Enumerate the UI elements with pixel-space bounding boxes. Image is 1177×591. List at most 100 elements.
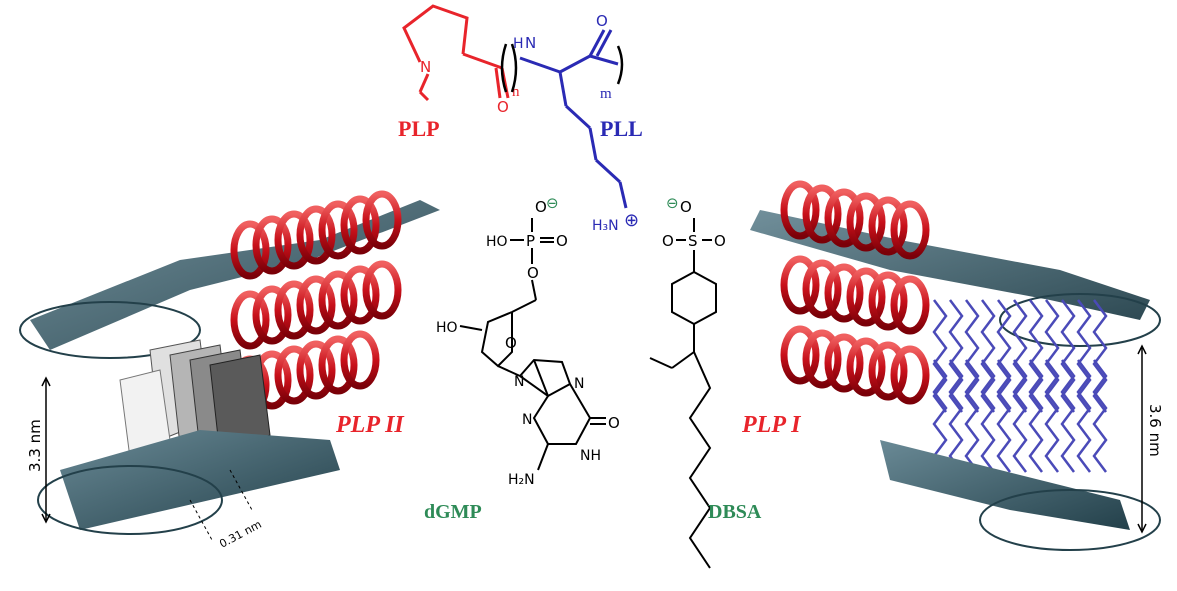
- right-helix-upper-coil: [868, 196, 908, 256]
- right-helix-upper-coil: [780, 180, 820, 240]
- left-helix-lower-coil: [340, 330, 380, 390]
- dgmp-o-ring: O: [505, 334, 517, 352]
- bracket-m-close: [616, 45, 624, 85]
- right-helix-middle-coil: [868, 271, 908, 331]
- dgmp-n3: N: [522, 412, 532, 428]
- right-helix-middle-coil: [780, 255, 820, 315]
- dbsa-tail: [1012, 359, 1028, 473]
- dgmp-o-link: O: [527, 264, 539, 282]
- plp-n-atom: N: [420, 58, 431, 76]
- plp-ii-assembly: 3.3 nm 0.31 nm PLP II: [19, 190, 440, 551]
- right-helix-upper-coil: [846, 192, 886, 252]
- pll-chain: [519, 29, 628, 209]
- dgmp-minus-charge: ⊖: [546, 194, 559, 212]
- dbsa-label: DBSA: [708, 501, 762, 523]
- dbsa-tail: [948, 359, 964, 473]
- dbsa-tail: [1028, 359, 1044, 473]
- left-helix-middle-coil: [296, 275, 336, 335]
- left-helix-upper-coil: [362, 190, 402, 250]
- dgmp-n9: N: [514, 374, 524, 390]
- dbsa-o-left: O: [662, 232, 674, 250]
- left-helix-lower-coil: [296, 340, 336, 400]
- pll-m-subscript: m: [600, 86, 612, 102]
- left-helix-middle-coil: [274, 280, 314, 340]
- dbsa-tail: [932, 359, 948, 473]
- left-helix-upper-coil: [318, 200, 358, 260]
- pll-label: PLL: [600, 116, 643, 141]
- left-helix-middle-coil: [318, 270, 358, 330]
- dbsa-tail: [1076, 359, 1092, 473]
- right-helix-lower-coil: [868, 341, 908, 401]
- right-helix-upper-coil: [890, 200, 930, 260]
- bracket-m-open: [510, 43, 518, 93]
- right-helix-lower-coil: [802, 329, 842, 389]
- plp-label: PLP: [398, 116, 440, 141]
- left-helix-upper-coil: [230, 220, 270, 280]
- pll-n-atom: N: [525, 34, 536, 52]
- plp-i-label: PLP I: [741, 412, 802, 438]
- left-upper-sheet: [19, 200, 440, 359]
- right-spacing-arrow: [1137, 344, 1147, 534]
- left-helix-lower-coil: [318, 335, 358, 395]
- left-helix-lower-coil: [274, 345, 314, 405]
- right-spacing-label: 3.6 nm: [1146, 404, 1164, 457]
- bracket-n-close: [500, 43, 508, 93]
- right-dbsa-tails: [932, 299, 1108, 473]
- right-helix-lower-coil: [846, 337, 886, 397]
- dbsa-tail: [980, 359, 996, 473]
- right-helix-middle-coil: [890, 275, 930, 335]
- pll-h-atom: H: [513, 36, 524, 52]
- right-helix-bundle: [780, 180, 930, 405]
- polymer-structure: N O n H N O m H₃N ⊕ PLP PLL: [398, 4, 643, 234]
- dbsa-tail: [996, 359, 1012, 473]
- left-gquartet-stack: [119, 339, 271, 459]
- plp-i-assembly: 3.6 nm PLP I: [741, 180, 1164, 551]
- dbsa-minus-charge: ⊖: [666, 194, 679, 212]
- left-helix-upper-coil: [274, 210, 314, 270]
- dbsa-tail: [1044, 359, 1060, 473]
- plp-ii-label: PLP II: [335, 412, 405, 438]
- dbsa-tail: [964, 359, 980, 473]
- dgmp-bonds: [459, 218, 606, 471]
- dgmp-p-atom: P: [526, 232, 535, 250]
- pll-h3n-group: H₃N: [592, 218, 619, 234]
- left-helix-bundle: [230, 190, 402, 415]
- pll-o-atom: O: [596, 12, 608, 30]
- left-lower-sheet: [37, 430, 340, 535]
- plp-ring: [402, 4, 510, 102]
- dgmp-o-eq: O: [556, 232, 568, 250]
- dgmp-o-minus: O: [535, 198, 547, 216]
- right-helix-lower-coil: [890, 345, 930, 405]
- left-helix-middle-coil: [252, 285, 292, 345]
- left-helix-upper-coil: [252, 215, 292, 275]
- right-lower-sheet: [880, 440, 1161, 551]
- right-helix-middle-coil: [802, 259, 842, 319]
- dgmp-ho: HO: [436, 320, 458, 336]
- dgmp-n7: N: [574, 376, 584, 392]
- left-stack-label: 0.31 nm: [217, 518, 263, 551]
- right-helix-upper-coil: [802, 184, 842, 244]
- dbsa-s-atom: S: [688, 232, 698, 250]
- left-spacing-label: 3.3 nm: [26, 419, 44, 472]
- dbsa-structure: O ⊖ S O O DBSA: [649, 194, 762, 569]
- dbsa-tail: [1092, 359, 1108, 473]
- dbsa-tail: [1060, 359, 1076, 473]
- right-helix-lower-coil: [780, 325, 820, 385]
- dbsa-bonds: [649, 218, 717, 569]
- dgmp-nh: NH: [580, 448, 601, 464]
- dgmp-structure: O ⊖ HO P O O HO O N N N NH O H₂N dGMP: [424, 194, 620, 523]
- right-helix-middle-coil: [824, 263, 864, 323]
- dgmp-ho-p: HO: [486, 234, 508, 250]
- left-helix-middle-coil: [340, 265, 380, 325]
- dgmp-h2n: H₂N: [508, 472, 535, 488]
- right-helix-middle-coil: [846, 267, 886, 327]
- left-helix-upper-coil: [340, 195, 380, 255]
- plp-o-atom: O: [497, 98, 509, 116]
- right-helix-lower-coil: [824, 333, 864, 393]
- right-helix-upper-coil: [824, 188, 864, 248]
- left-helix-upper-coil: [296, 205, 336, 265]
- left-stack-arrow: [189, 469, 253, 541]
- dgmp-label: dGMP: [424, 501, 482, 523]
- left-spacing-arrow: [41, 376, 51, 524]
